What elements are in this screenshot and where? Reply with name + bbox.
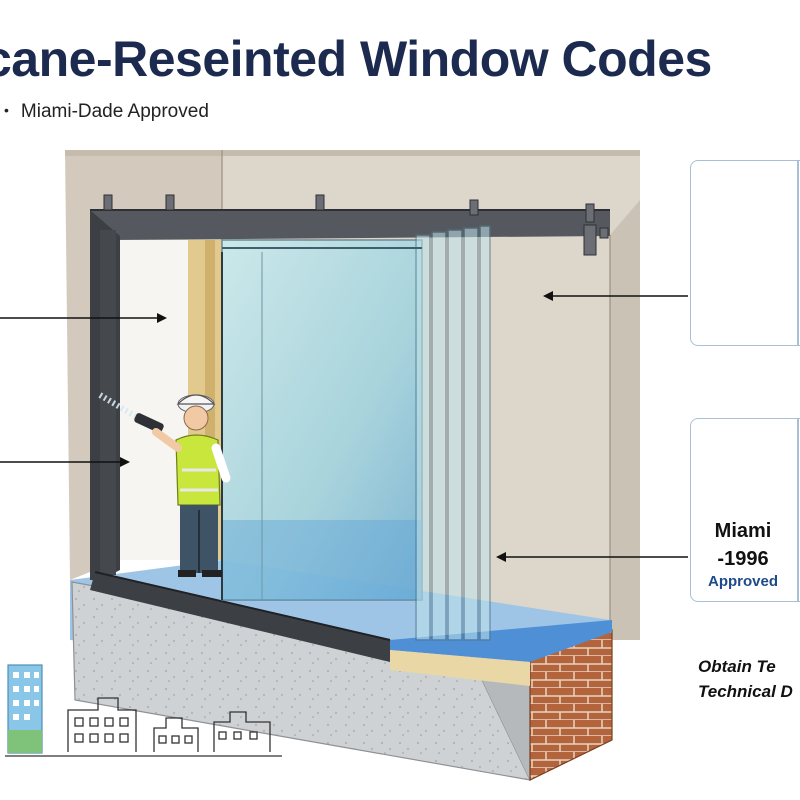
mounting-brackets — [103, 194, 609, 256]
inspector-figure — [98, 392, 231, 577]
subtitle: Miami-Dade Approved — [20, 101, 209, 122]
approval-city: Miami — [714, 520, 772, 542]
right-wall-face — [610, 200, 640, 640]
wall-ceiling-band — [65, 150, 640, 156]
foundation — [71, 581, 613, 781]
note-line-1: Obtain Te — [698, 657, 776, 676]
city-skyline-icon — [5, 664, 282, 757]
note-line-2: Technical D — [698, 682, 793, 701]
approval-year: -1996 — [717, 548, 769, 570]
top-track — [90, 210, 610, 240]
page-title: cane-Reseinted Window Codes — [0, 31, 712, 87]
callout-arrows — [0, 291, 688, 562]
subtitle-row: • Miami-Dade Approved — [4, 101, 209, 123]
window-frame — [90, 194, 610, 662]
approval-card — [690, 418, 800, 602]
bottom-track — [90, 572, 390, 662]
inspection-tool — [134, 413, 164, 433]
sill-blue — [390, 620, 612, 662]
seal-card — [690, 160, 800, 346]
approval-status: Approved — [707, 573, 778, 590]
sill-wood — [390, 650, 530, 686]
bullet-icon: • — [4, 102, 9, 118]
glass-panels — [221, 225, 491, 641]
concrete-base-right — [470, 655, 530, 780]
glass-panel-stack — [415, 225, 491, 641]
